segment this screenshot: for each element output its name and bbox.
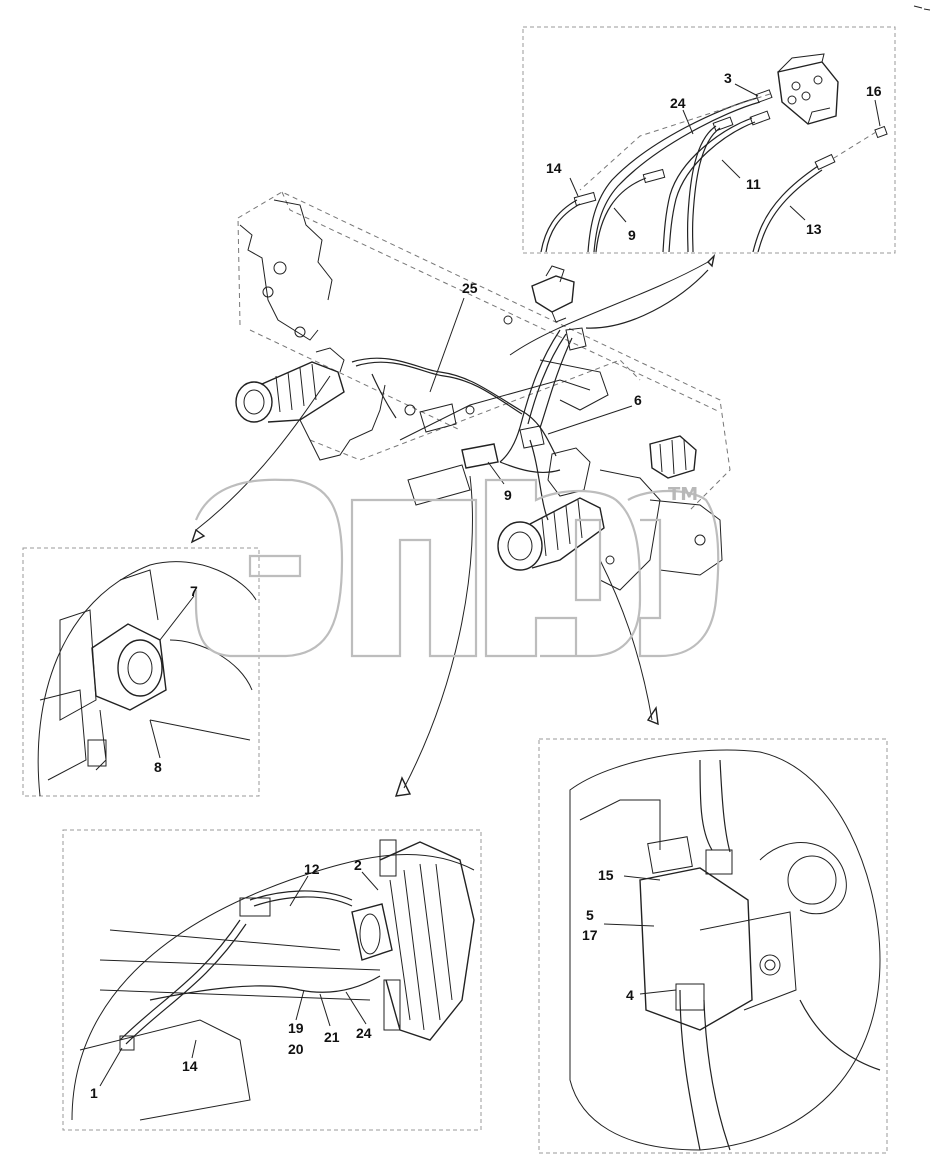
main-assembly <box>235 191 731 591</box>
callout-1: 1 <box>90 1085 98 1101</box>
detail-pointers <box>190 253 716 797</box>
watermark-logo: TM <box>194 478 720 658</box>
steering-unit <box>531 265 587 351</box>
callout-14-bottom: 14 <box>182 1058 198 1074</box>
callout-12: 12 <box>304 861 320 877</box>
callout-14-top: 14 <box>546 160 562 176</box>
callout-5: 5 <box>586 907 594 923</box>
callout-19: 19 <box>288 1020 304 1036</box>
detail-frame <box>522 26 896 254</box>
watermark-tm: TM <box>668 484 698 505</box>
callout-24-bottom: 24 <box>356 1025 372 1041</box>
callout-2: 2 <box>354 857 362 873</box>
detail-frame-left <box>22 547 260 797</box>
callout-25: 25 <box>462 280 478 296</box>
detail-frame-bottom-right <box>538 738 888 1154</box>
corner-mark <box>913 5 931 11</box>
detail-top-right <box>522 26 896 254</box>
callout-17: 17 <box>582 927 598 943</box>
detail-left <box>22 547 260 797</box>
callout-15: 15 <box>598 867 614 883</box>
detail-frame-bottom-left <box>62 829 482 1131</box>
aux-motor <box>649 435 697 479</box>
callout-13: 13 <box>806 221 822 237</box>
main-hoses <box>351 269 709 521</box>
callout-11: 11 <box>746 176 761 192</box>
valve-block <box>461 425 545 469</box>
callout-9-mid: 9 <box>504 487 512 503</box>
detail-bottom-left <box>62 829 482 1131</box>
steering-valve <box>777 53 839 125</box>
callout-21: 21 <box>324 1029 340 1045</box>
callout-8: 8 <box>154 759 162 775</box>
callout-7: 7 <box>190 583 198 599</box>
callout-4: 4 <box>626 987 634 1003</box>
left-motor <box>235 347 345 423</box>
callout-24-top: 24 <box>670 95 686 111</box>
leaders-top-right <box>569 83 881 223</box>
callout-16: 16 <box>866 83 882 99</box>
callout-9-top: 9 <box>628 227 636 243</box>
hoses <box>540 93 877 253</box>
right-motor <box>497 447 605 571</box>
callout-6: 6 <box>634 392 642 408</box>
callout-3: 3 <box>724 70 732 86</box>
callout-20: 20 <box>288 1041 304 1057</box>
callouts: 3 24 16 14 11 9 13 25 6 9 7 8 12 2 19 20… <box>90 70 882 1101</box>
detail-bottom-right <box>538 738 888 1154</box>
